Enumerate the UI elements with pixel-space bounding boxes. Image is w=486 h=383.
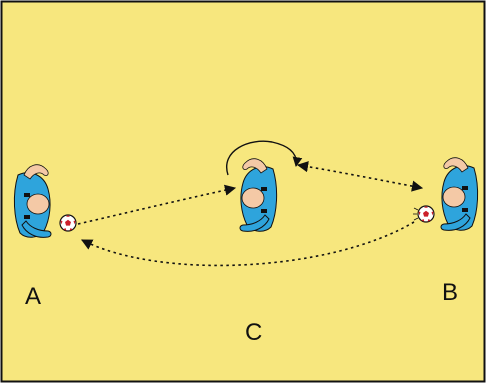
player-a	[13, 164, 52, 238]
pass-a-to-c	[77, 184, 237, 225]
turn-arrow-c	[225, 140, 303, 176]
ball-a	[59, 214, 77, 232]
player-label-b: B	[442, 279, 459, 306]
run-c-to-b	[296, 161, 424, 192]
player-label-c: C	[245, 319, 263, 346]
ball-b-motion	[413, 207, 419, 221]
player-c	[239, 158, 278, 232]
ball-b	[417, 205, 435, 223]
player-label-a: A	[25, 283, 42, 310]
player-b	[440, 157, 479, 231]
pass-b-to-a	[81, 221, 415, 267]
